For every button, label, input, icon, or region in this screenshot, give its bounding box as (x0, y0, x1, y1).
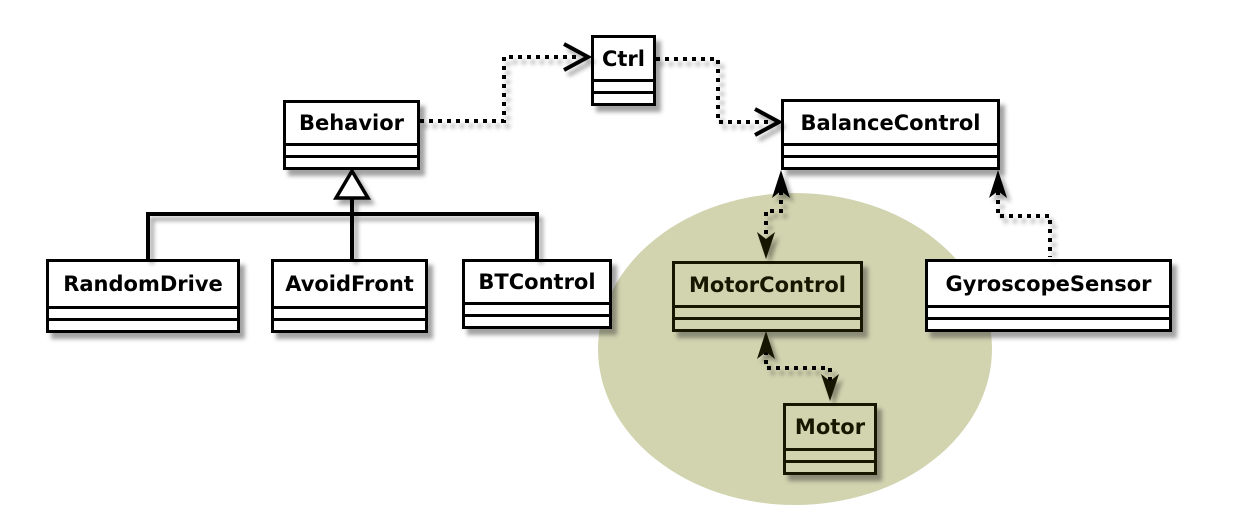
filled-arrowhead-up-icon (757, 331, 775, 359)
dependency-line (996, 182, 1052, 257)
attributes-compartment (274, 306, 425, 318)
class-box-behavior: Behavior (283, 100, 420, 170)
dependency-behavior-to-ctrl (420, 42, 593, 123)
operations-compartment (49, 318, 237, 330)
class-name: RandomDrive (63, 272, 223, 296)
class-box-ctrl: Ctrl (591, 35, 656, 106)
class-name: Behavior (298, 111, 405, 135)
operations-compartment (286, 155, 417, 167)
attributes-compartment (49, 306, 237, 318)
attributes-compartment (675, 305, 860, 317)
class-box-gyroscopesensor: GyroscopeSensor (925, 259, 1172, 332)
class-name: Motor (794, 415, 866, 439)
class-name: AvoidFront (285, 272, 414, 296)
class-name: BalanceControl (800, 110, 981, 135)
class-box-avoidfront: AvoidFront (271, 259, 428, 333)
dependency-line (764, 342, 832, 393)
operations-compartment (594, 91, 653, 103)
operations-compartment (786, 460, 874, 472)
dependency-gyroscopesensor-to-balancecontrol (989, 170, 1052, 257)
class-name: MotorControl (689, 272, 846, 297)
class-box-randomdrive: RandomDrive (46, 259, 240, 333)
operations-compartment (274, 318, 425, 330)
attributes-compartment (928, 305, 1169, 317)
dependency-line (420, 55, 578, 123)
class-box-motor: Motor (783, 403, 877, 475)
open-arrowhead-icon (563, 42, 593, 72)
attributes-compartment (786, 448, 874, 460)
class-box-motorcontrol: MotorControl (672, 261, 863, 332)
filled-arrowhead-down-icon (757, 232, 775, 259)
open-arrowhead-icon (754, 107, 784, 137)
class-name: Ctrl (601, 46, 645, 71)
attributes-compartment (286, 143, 417, 155)
attributes-compartment (465, 302, 609, 314)
dependency-motorcontrol-motor (757, 331, 839, 401)
class-box-balancecontrol: BalanceControl (781, 99, 1000, 170)
operations-compartment (928, 317, 1169, 329)
generalization-rail (146, 212, 539, 259)
generalization-to-behavior (146, 167, 539, 259)
class-name: BTControl (478, 270, 596, 294)
class-box-btcontrol: BTControl (462, 259, 612, 329)
hollow-triangle-icon (332, 167, 372, 200)
filled-arrowhead-down-icon (821, 374, 839, 401)
dependency-balancecontrol-motorcontrol (757, 170, 790, 259)
filled-arrowhead-up-icon (772, 170, 790, 198)
filled-arrowhead-up-icon (989, 170, 1007, 198)
operations-compartment (784, 155, 997, 167)
operations-compartment (465, 314, 609, 326)
attributes-compartment (784, 143, 997, 155)
attributes-compartment (594, 79, 653, 91)
operations-compartment (675, 317, 860, 329)
dependency-ctrl-to-balancecontrol (656, 57, 784, 137)
class-name: GyroscopeSensor (945, 271, 1152, 296)
dependency-line (764, 182, 783, 250)
dependency-line (656, 57, 769, 124)
